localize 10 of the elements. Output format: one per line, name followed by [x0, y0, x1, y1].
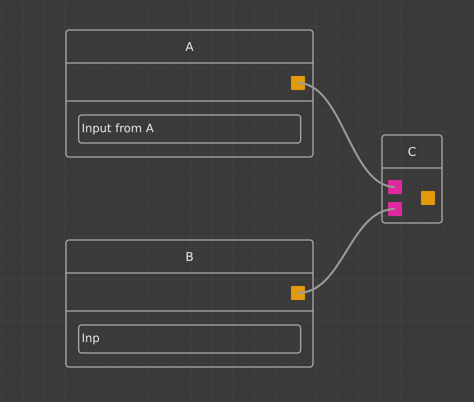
port [291, 286, 305, 300]
input-field: Input from A [78, 114, 302, 144]
connector-wire [298, 208, 396, 294]
port [388, 202, 402, 216]
node-panel: C [381, 134, 443, 224]
port [388, 180, 402, 194]
input-field: Inp [78, 324, 302, 354]
connector-wire [298, 82, 396, 188]
port [421, 191, 435, 205]
port [291, 76, 305, 90]
